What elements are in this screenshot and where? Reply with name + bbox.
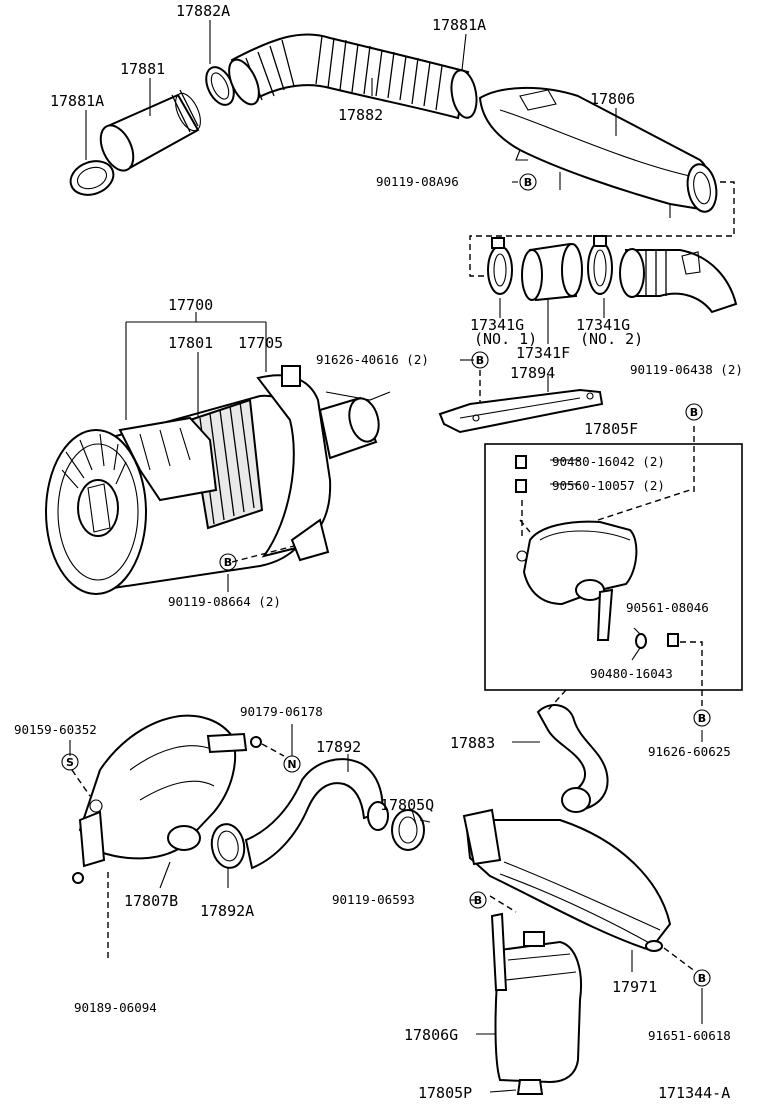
label-90189-06094: 90189-06094 — [74, 1000, 157, 1015]
hose-17883 — [536, 689, 609, 813]
badge-s-90159-60352: S — [61, 753, 79, 771]
label-90159-60352: 90159-60352 — [14, 722, 97, 737]
label-17805P: 17805P — [418, 1084, 472, 1102]
duct-17806 — [478, 86, 718, 218]
svg-text:N: N — [287, 758, 296, 771]
label-17341G-no2: 17341G — [576, 316, 630, 334]
label-17881A-left: 17881A — [50, 92, 104, 110]
label-17341G-no1-note: (NO. 1) — [474, 330, 537, 348]
reservoir-17806G — [490, 912, 582, 1095]
label-17807B: 17807B — [124, 892, 178, 910]
label-17341F: 17341F — [516, 344, 570, 362]
label-90119-06593: 90119-06593 — [332, 892, 415, 907]
hose-17882 — [228, 33, 478, 120]
leader-lines — [69, 20, 703, 1093]
badge-b-90119-06438: B — [685, 403, 703, 421]
label-17341G-no1: 17341G — [470, 316, 524, 334]
label-17801: 17801 — [168, 334, 213, 352]
connector-parts-17341 — [469, 181, 738, 314]
label-90560-10057: 90560-10057 (2) — [552, 478, 665, 493]
svg-text:B: B — [224, 556, 232, 569]
label-17881A-top: 17881A — [432, 16, 486, 34]
label-90119-08A96: 90119-08A96 — [376, 174, 459, 189]
duct-17807B — [71, 714, 285, 960]
svg-text:B: B — [698, 712, 706, 725]
svg-text:B: B — [524, 176, 532, 189]
duct-17971 — [462, 808, 697, 973]
badge-b-91626-60625: B — [693, 709, 711, 727]
badge-b-90119-06593: B — [469, 891, 487, 909]
label-90480-16043: 90480-16043 — [590, 666, 673, 681]
label-90119-08664: 90119-08664 (2) — [168, 594, 281, 609]
label-17700: 17700 — [168, 296, 213, 314]
badge-b-91626-40616: B — [471, 351, 489, 369]
label-17892: 17892 — [316, 738, 361, 756]
label-17881: 17881 — [120, 60, 165, 78]
svg-text:B: B — [476, 354, 484, 367]
svg-text:S: S — [66, 756, 74, 769]
label-17805Q: 17805Q — [380, 796, 434, 814]
label-17806: 17806 — [590, 90, 635, 108]
svg-text:B: B — [698, 972, 706, 985]
label-90561-08046: 90561-08046 — [626, 600, 709, 615]
label-17806G: 17806G — [404, 1026, 458, 1044]
label-17971: 17971 — [612, 978, 657, 996]
air-cleaner-17700 — [45, 365, 391, 595]
label-90119-06438: 90119-06438 (2) — [630, 362, 743, 377]
label-17805F: 17805F — [584, 420, 638, 438]
hose-17892 — [210, 758, 431, 870]
hose-17881-assembly — [69, 66, 235, 196]
label-91626-40616: 91626-40616 (2) — [316, 352, 429, 367]
label-17894: 17894 — [510, 364, 555, 382]
label-90179-06178: 90179-06178 — [240, 704, 323, 719]
label-17892A: 17892A — [200, 902, 254, 920]
svg-text:B: B — [690, 406, 698, 419]
resonator-box-17805F — [484, 426, 743, 706]
diagram-code: 171344-A — [658, 1084, 730, 1102]
badge-b-91651-60618: B — [693, 969, 711, 987]
label-17882: 17882 — [338, 106, 383, 124]
label-90480-16042: 90480-16042 (2) — [552, 454, 665, 469]
label-17341G-no2-note: (NO. 2) — [580, 330, 643, 348]
label-17883: 17883 — [450, 734, 495, 752]
badge-n-90179-06178: N — [283, 755, 301, 773]
bracket-17894 — [438, 370, 604, 434]
label-91651-60618: 91651-60618 — [648, 1028, 731, 1043]
label-91626-60625: 91626-60625 — [648, 744, 731, 759]
label-17882A: 17882A — [176, 2, 230, 20]
badge-b-90119-08664: B — [219, 553, 237, 571]
svg-text:B: B — [474, 894, 482, 907]
badge-b-90119-08A96: B — [519, 173, 537, 191]
label-17705: 17705 — [238, 334, 283, 352]
